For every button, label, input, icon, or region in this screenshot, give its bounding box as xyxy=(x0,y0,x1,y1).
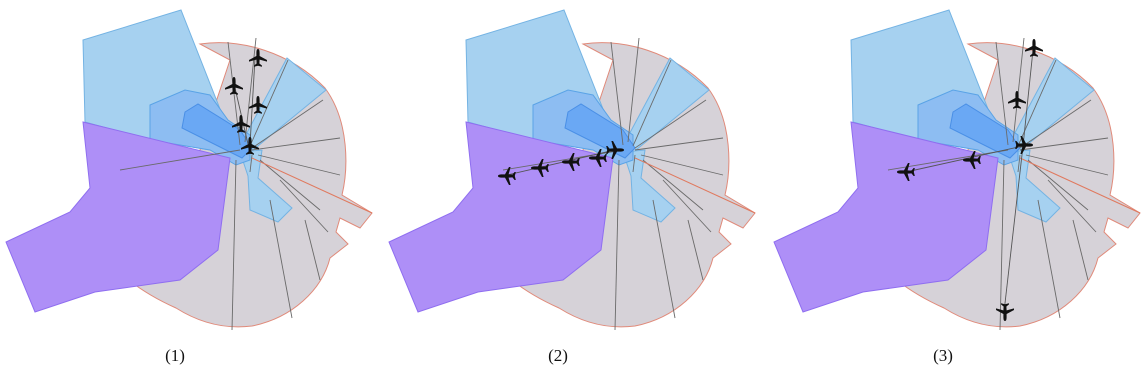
sector-boundary-line xyxy=(614,159,620,331)
airplane-icon xyxy=(249,49,267,67)
panel-1-label: (1) xyxy=(165,346,185,365)
sector-boundary-line xyxy=(1047,179,1097,233)
airplane-icon xyxy=(589,149,607,167)
airplane-icon xyxy=(249,96,267,114)
airplane-icon xyxy=(232,115,250,133)
sector-boundary-line xyxy=(634,137,724,151)
sector-boundary-line xyxy=(1019,99,1092,149)
airplane-icon xyxy=(606,141,624,159)
sector-boundary-line xyxy=(634,99,707,149)
sector-boundary-line xyxy=(249,154,253,173)
sector-boundary-line xyxy=(995,41,1009,146)
airplane-icon xyxy=(996,303,1014,321)
airplane-icon xyxy=(562,153,580,171)
sector-boundary-line xyxy=(257,154,341,176)
sector-boundary-line xyxy=(1037,199,1061,319)
sector-boundary-line xyxy=(251,99,324,149)
approach-line xyxy=(1019,157,1141,214)
sector-boundary-line xyxy=(627,37,640,143)
airplane-icon xyxy=(1025,39,1043,57)
sector-boundary-line xyxy=(279,179,329,233)
sector-boundary-line xyxy=(632,59,672,147)
sector-boundary-line xyxy=(1025,154,1109,176)
sector-boundary-line xyxy=(249,59,289,147)
sector-boundary-line xyxy=(610,41,624,146)
panel-1: (1) xyxy=(0,0,381,381)
airplane-icon xyxy=(963,151,981,169)
north-track xyxy=(249,57,256,146)
airplane-icon xyxy=(241,137,259,155)
airplane-icon xyxy=(531,159,549,177)
sector-boundary-line xyxy=(1012,37,1025,143)
south-track xyxy=(1003,145,1024,313)
airspace-map-2 xyxy=(388,9,756,331)
west-centerline xyxy=(119,149,241,171)
sector-boundary-line xyxy=(687,219,704,281)
purple-sector xyxy=(5,121,231,313)
panel-3: (3) xyxy=(768,0,1142,381)
sector-boundary-line xyxy=(632,154,636,173)
sector-boundary-line xyxy=(640,154,724,176)
airplane-icon xyxy=(1008,91,1026,109)
s-light-blue-sector xyxy=(239,149,293,223)
airspace-map-3 xyxy=(773,9,1141,331)
airplane-icon xyxy=(225,77,243,95)
panel-2: (2) xyxy=(383,0,764,381)
sector-boundary-line xyxy=(662,179,712,233)
runway-block xyxy=(564,103,636,159)
runway-block xyxy=(949,103,1021,159)
sector-boundary-line xyxy=(269,199,293,319)
north-track xyxy=(1022,49,1034,147)
sector-boundary-line xyxy=(652,199,676,319)
airplane-icon xyxy=(1015,136,1033,154)
sector-boundary-line xyxy=(231,159,237,331)
sector-boundary-line xyxy=(642,159,704,211)
sector-boundary-line xyxy=(1027,159,1089,211)
sector-boundary-line xyxy=(1017,154,1021,173)
s-light-blue-sector xyxy=(1007,149,1061,223)
sector-boundary-line xyxy=(304,219,321,281)
sector-boundary-line xyxy=(1019,137,1109,151)
sector-boundary-line xyxy=(259,159,321,211)
sector-boundary-line xyxy=(251,137,341,151)
approach-line xyxy=(251,157,373,214)
west-track xyxy=(502,149,616,177)
s-light-blue-sector xyxy=(622,149,676,223)
sector-boundary-line xyxy=(1072,219,1089,281)
purple-sector xyxy=(773,121,999,313)
airplane-icon xyxy=(498,167,516,185)
approach-line xyxy=(634,157,756,214)
airplane-icon xyxy=(897,163,915,181)
airspace-map-1 xyxy=(5,9,373,331)
purple-sector xyxy=(388,121,614,313)
sector-boundary-line xyxy=(999,159,1005,331)
panel-3-label: (3) xyxy=(933,346,953,365)
panel-2-label: (2) xyxy=(548,346,568,365)
west-centerline xyxy=(502,149,624,171)
